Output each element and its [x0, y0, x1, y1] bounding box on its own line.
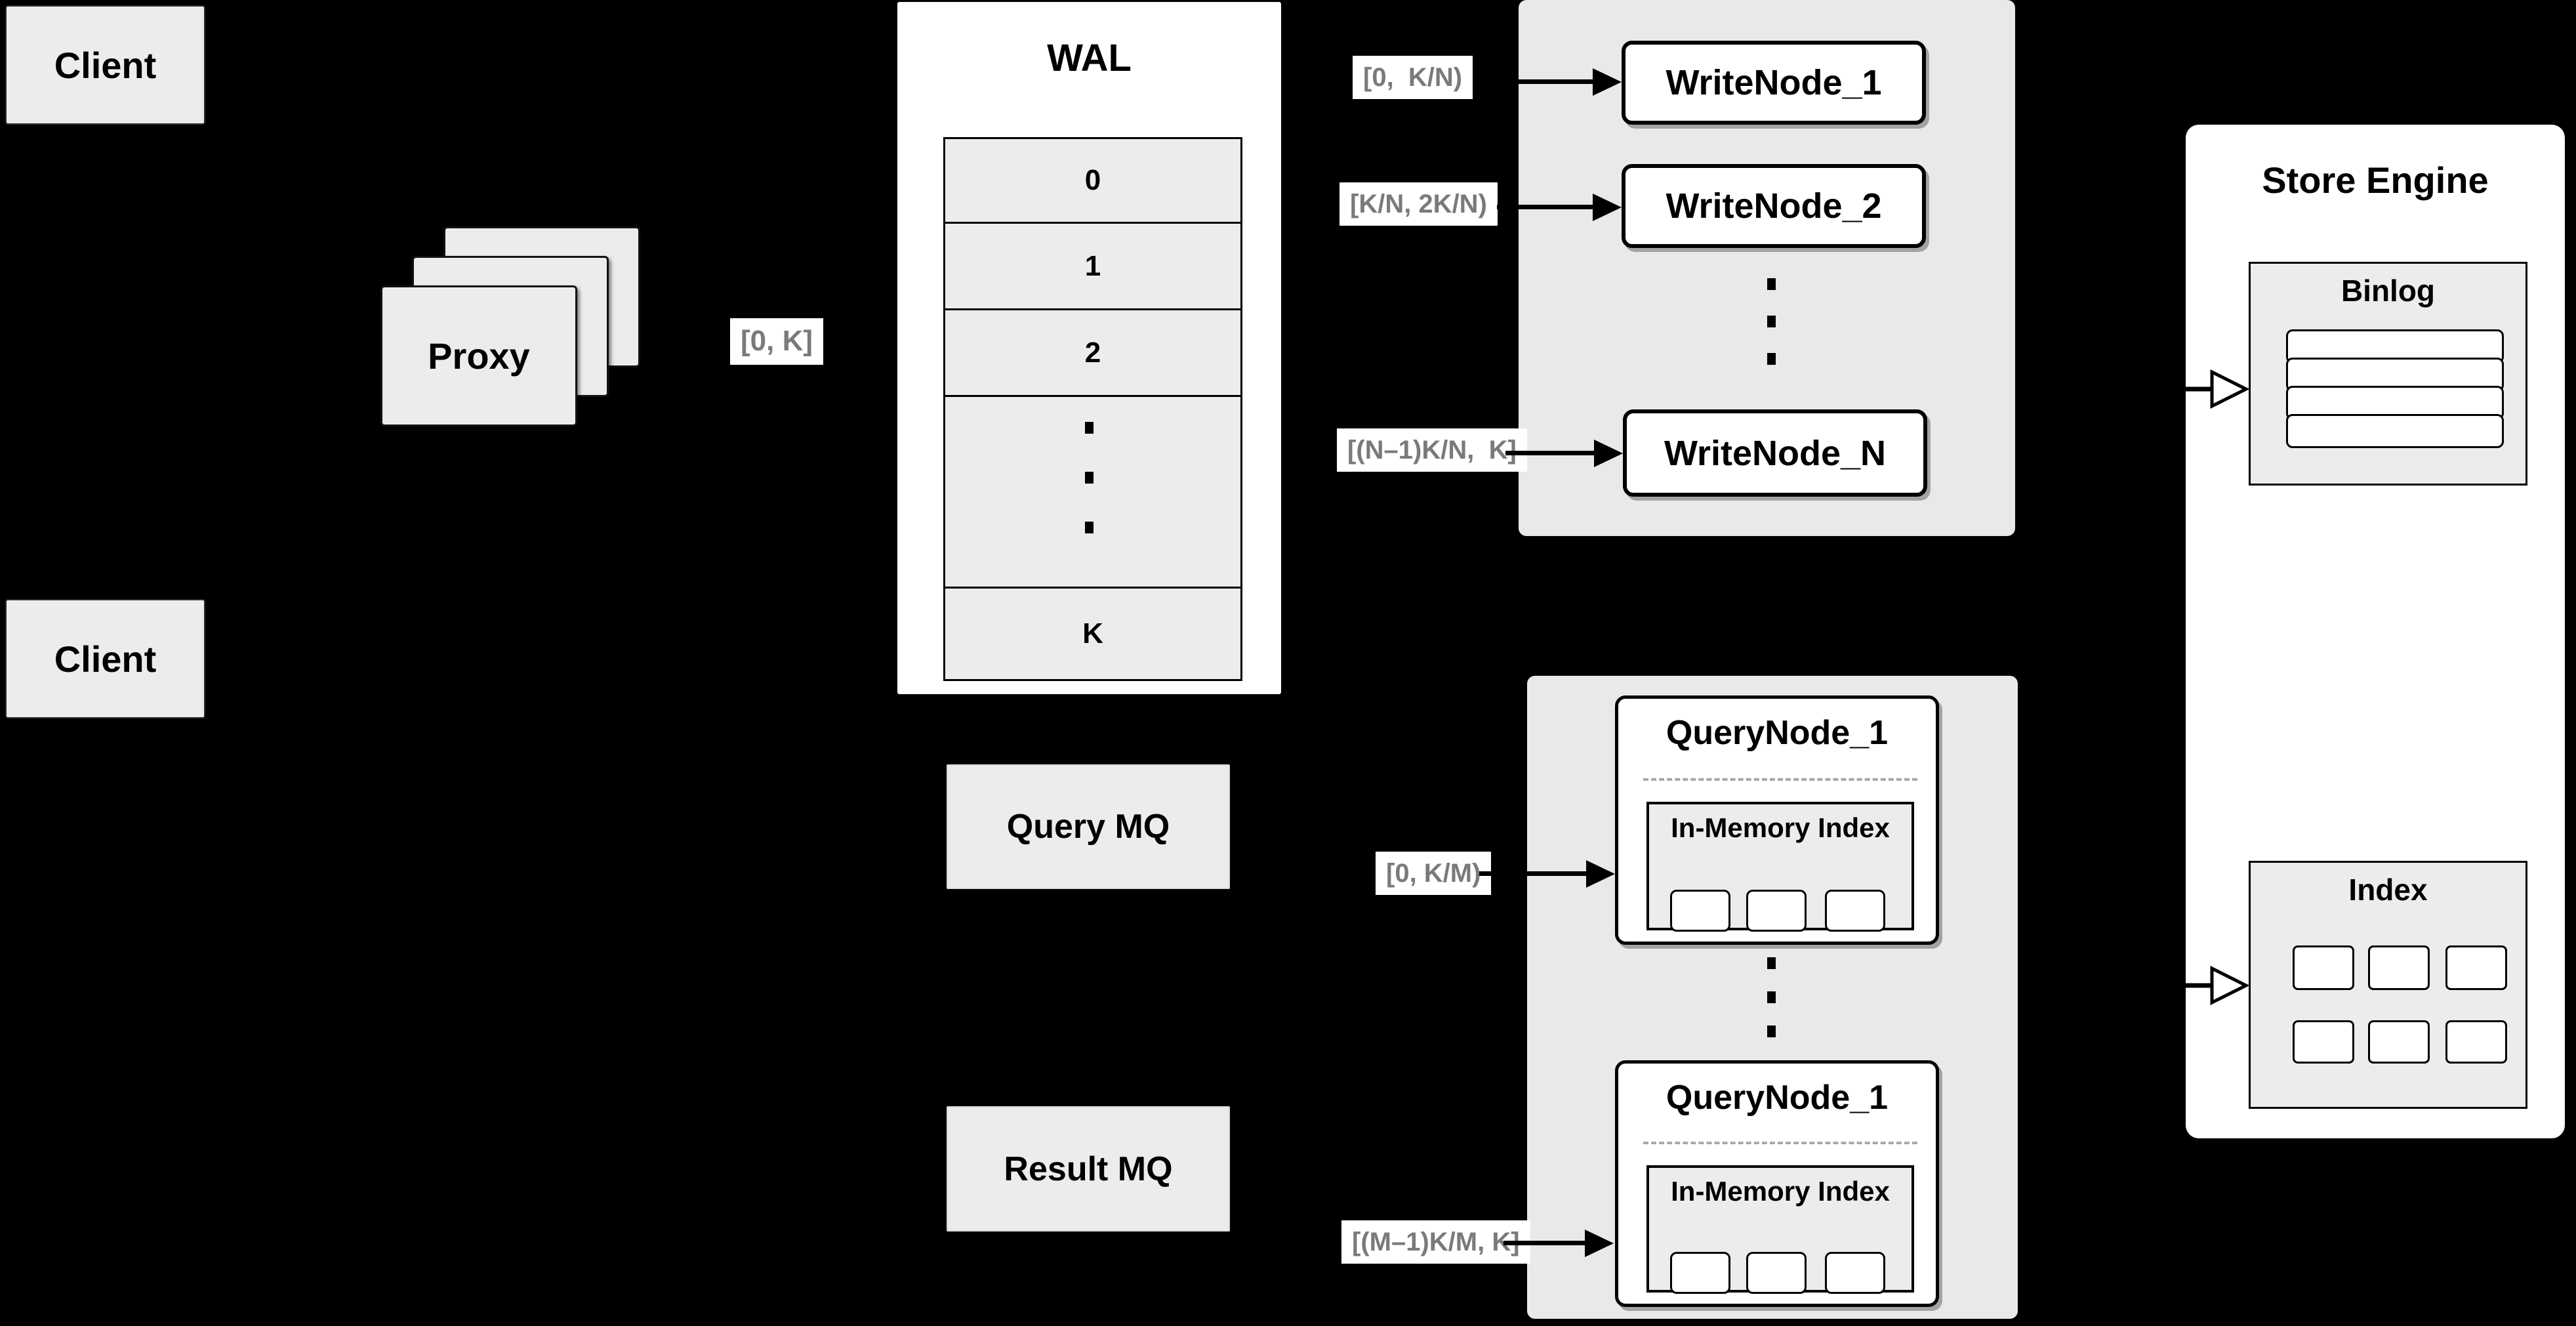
- arrow-to-writenode-2: [1497, 205, 1593, 209]
- index-cell: [1746, 1252, 1807, 1294]
- index-cell: [1670, 1252, 1730, 1294]
- range-wn-text: [(N–1)K/N, K]: [1347, 436, 1517, 465]
- range-label-proxy-out: [0, K]: [730, 318, 823, 365]
- arrow-to-writenode-n: [1505, 451, 1594, 455]
- index-cell: [1746, 890, 1807, 932]
- wal-box: WAL 0 1 2 K: [897, 2, 1281, 694]
- index-cell: [2368, 945, 2430, 990]
- index-cell: [2445, 945, 2507, 990]
- proxy-label: Proxy: [428, 335, 530, 377]
- query-mq-box: Query MQ: [947, 764, 1230, 889]
- wal-segment-row: 2: [943, 310, 1242, 397]
- inmemory-index-title: In-Memory Index: [1671, 812, 1890, 843]
- writenode-1-label: WriteNode_1: [1666, 63, 1882, 102]
- wal-ellipsis-dot: [1085, 522, 1094, 533]
- wal-title: WAL: [1047, 37, 1132, 79]
- arrow-to-writenode-1: [1477, 79, 1593, 84]
- result-mq-label: Result MQ: [1004, 1150, 1173, 1188]
- range-proxy-out-text: [0, K]: [741, 325, 813, 357]
- inmemory-index-title: In-Memory Index: [1671, 1176, 1890, 1207]
- wal-segment-k: K: [1082, 617, 1103, 650]
- client-box-top: Client: [5, 5, 205, 125]
- range-qm-text: [(M–1)K/M, K]: [1352, 1228, 1520, 1256]
- wal-segment-row: 0: [943, 137, 1242, 224]
- store-engine-title: Store Engine: [2262, 159, 2489, 201]
- query-mq-label: Query MQ: [1006, 808, 1170, 846]
- arrow-to-binlog: [2173, 369, 2250, 409]
- wal-ellipsis-dot: [1085, 422, 1094, 434]
- writenode-2-box: WriteNode_2: [1622, 164, 1926, 248]
- index-box: Index: [2249, 861, 2527, 1109]
- querynode-bottom-inmemory-index: In-Memory Index: [1646, 1165, 1914, 1294]
- wal-segment-row-last: K: [943, 589, 1242, 681]
- querynode-top-box: QueryNode_1 In-Memory Index: [1615, 695, 1939, 945]
- range-w2-text: [K/N, 2K/N): [1350, 190, 1487, 218]
- range-q1-text: [0, K/M): [1386, 859, 1481, 888]
- arrow-to-querynode-first: [1479, 871, 1586, 876]
- range-w1-text: [0, K/N): [1363, 63, 1463, 92]
- query-ellipsis-dot: [1767, 1026, 1776, 1037]
- index-cell: [2368, 1020, 2430, 1064]
- arrow-to-index: [2173, 965, 2250, 1006]
- binlog-box: Binlog: [2249, 262, 2527, 486]
- client-top-label: Client: [54, 44, 157, 86]
- wal-ellipsis-dot: [1085, 472, 1094, 484]
- index-cell: [1825, 1252, 1885, 1294]
- result-mq-box: Result MQ: [947, 1106, 1230, 1232]
- range-label-querynode-last: [(M–1)K/M, K]: [1341, 1220, 1530, 1264]
- writenode-n-label: WriteNode_N: [1664, 433, 1887, 473]
- querynode-bottom-title: QueryNode_1: [1666, 1079, 1889, 1117]
- index-title: Index: [2348, 873, 2428, 907]
- wal-segment-0: 0: [1084, 164, 1101, 196]
- index-cell: [2293, 1020, 2354, 1064]
- range-label-writenode-2: [K/N, 2K/N): [1339, 182, 1498, 226]
- query-ellipsis-dot: [1767, 991, 1776, 1003]
- wal-segment-row: 1: [943, 224, 1242, 310]
- index-cell: [2293, 945, 2354, 990]
- range-label-querynode-first: [0, K/M): [1376, 852, 1492, 895]
- query-ellipsis-dot: [1767, 957, 1776, 969]
- writenode-1-box: WriteNode_1: [1622, 41, 1926, 125]
- querynode-bottom-box: QueryNode_1 In-Memory Index: [1615, 1060, 1939, 1307]
- proxy-card-front: Proxy: [380, 285, 577, 426]
- writenode-n-box: WriteNode_N: [1623, 409, 1927, 497]
- querynode-top-title: QueryNode_1: [1666, 714, 1889, 752]
- querynode-top-divider: [1643, 778, 1917, 781]
- writenode-2-label: WriteNode_2: [1666, 186, 1882, 226]
- querynode-bottom-divider: [1643, 1142, 1917, 1144]
- index-cell: [1825, 890, 1885, 932]
- wal-segment-1: 1: [1084, 249, 1101, 282]
- binlog-row: [2286, 414, 2504, 448]
- wal-segment-table: 0 1 2 K: [943, 137, 1242, 681]
- binlog-title: Binlog: [2341, 274, 2436, 308]
- client-box-bottom: Client: [5, 599, 205, 718]
- index-cell: [2445, 1020, 2507, 1064]
- index-cell: [1670, 890, 1730, 932]
- range-label-writenode-n: [(N–1)K/N, K]: [1337, 428, 1527, 472]
- querynode-top-inmemory-index: In-Memory Index: [1646, 802, 1914, 932]
- arrow-to-querynode-last: [1503, 1241, 1585, 1245]
- write-ellipsis-dot: [1767, 278, 1776, 290]
- write-ellipsis-dot: [1767, 353, 1776, 365]
- range-label-writenode-1: [0, K/N): [1353, 56, 1473, 99]
- store-engine-box: Store Engine Binlog Index: [2186, 125, 2565, 1138]
- wal-segment-2: 2: [1084, 336, 1101, 369]
- write-ellipsis-dot: [1767, 316, 1776, 327]
- client-bottom-label: Client: [54, 638, 157, 680]
